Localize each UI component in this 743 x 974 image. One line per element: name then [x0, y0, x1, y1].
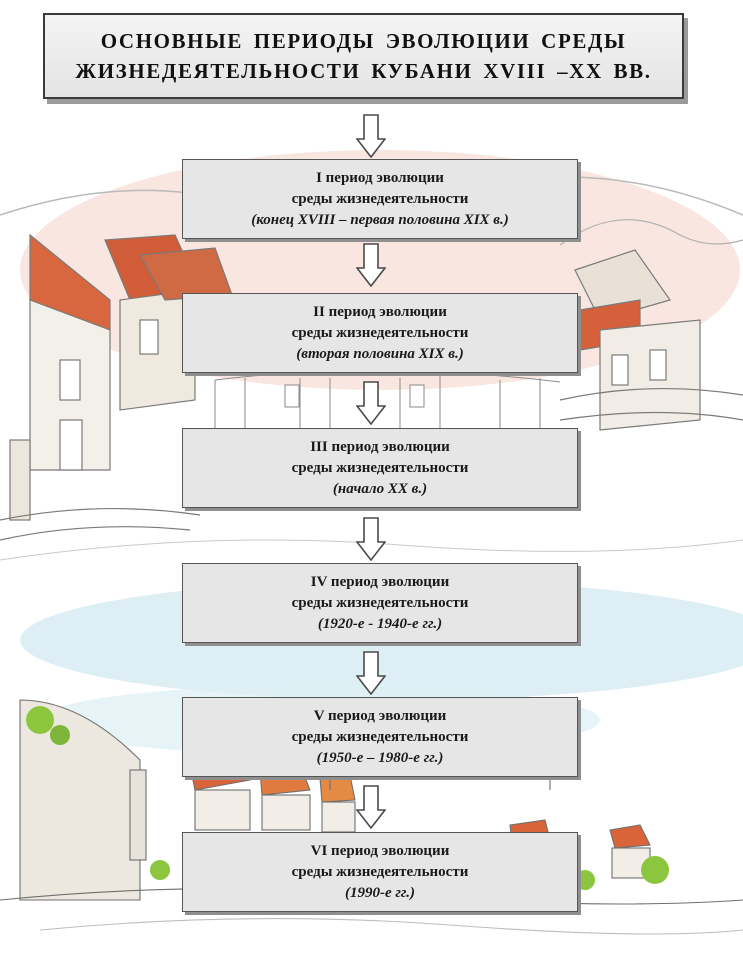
hill-line: [559, 219, 743, 246]
period-heading: IV период эволюции: [310, 573, 450, 590]
period-dates: (конец XVIII – первая половина XIX в.): [251, 211, 509, 228]
down-arrow-icon: [356, 517, 386, 561]
period-dates: (1950-е – 1980-е гг.): [316, 749, 444, 766]
period-subtitle: среды жизнедеятельности: [291, 594, 469, 611]
period-subtitle: среды жизнедеятельности: [291, 459, 469, 476]
right-houses: [559, 249, 743, 431]
period-heading: VI период эволюции: [310, 842, 450, 859]
period-dates: (начало XX в.): [332, 480, 428, 497]
down-arrow-icon: [356, 114, 386, 158]
down-arrow-icon: [356, 785, 386, 829]
left-houses: [0, 233, 233, 541]
period-heading: III период эволюции: [310, 438, 450, 455]
period-box-1: I период эволюции среды жизнедеятельност…: [182, 159, 578, 239]
period-dates: (вторая половина XIX в.): [296, 345, 464, 362]
title-box: ОСНОВНЫЕ ПЕРИОДЫ ЭВОЛЮЦИИ СРЕДЫ ЖИЗНЕДЕЯ…: [43, 13, 684, 99]
period-box-4: IV период эволюции среды жизнедеятельнос…: [182, 563, 578, 643]
period-heading: II период эволюции: [313, 303, 447, 320]
title-line-1: ОСНОВНЫЕ ПЕРИОДЫ ЭВОЛЮЦИИ СРЕДЫ: [100, 29, 627, 53]
period-box-5: V период эволюции среды жизнедеятельност…: [182, 697, 578, 777]
period-heading: V период эволюции: [313, 707, 447, 724]
period-box-2: II период эволюции среды жизнедеятельнос…: [182, 293, 578, 373]
period-subtitle: среды жизнедеятельности: [291, 728, 469, 745]
period-box-3: III период эволюции среды жизнедеятельно…: [182, 428, 578, 508]
period-subtitle: среды жизнедеятельности: [291, 324, 469, 341]
period-heading: I период эволюции: [316, 169, 444, 186]
period-subtitle: среды жизнедеятельности: [291, 190, 469, 207]
down-arrow-icon: [356, 381, 386, 425]
down-arrow-icon: [356, 651, 386, 695]
period-dates: (1920-е - 1940-е гг.): [317, 615, 443, 632]
down-arrow-icon: [356, 243, 386, 287]
period-box-6: VI период эволюции среды жизнедеятельнос…: [182, 832, 578, 912]
title-line-2: ЖИЗНЕДЕЯТЕЛЬНОСТИ КУБАНИ XVIII –XX ВВ.: [75, 59, 652, 83]
street-sketch: [0, 369, 743, 561]
period-dates: (1990-е гг.): [344, 884, 416, 901]
period-subtitle: среды жизнедеятельности: [291, 863, 469, 880]
